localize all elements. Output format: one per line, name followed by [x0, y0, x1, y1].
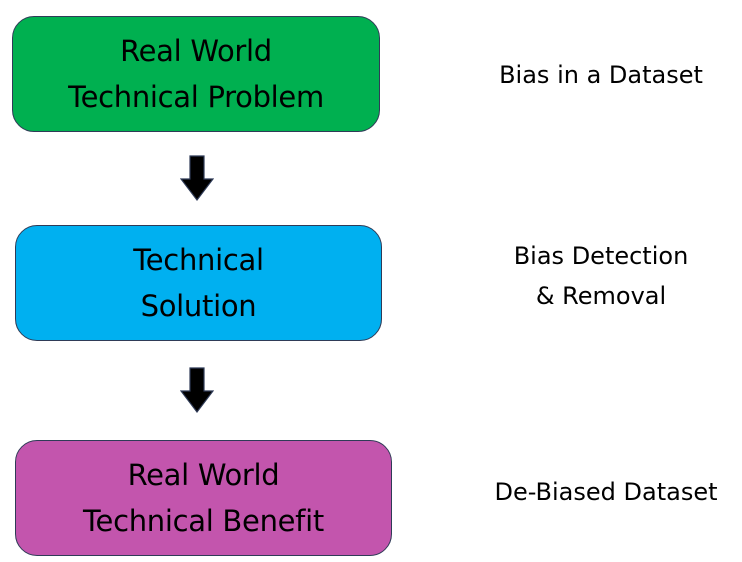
down-arrow-icon	[180, 367, 214, 413]
step-box-line: Solution	[140, 289, 257, 323]
annotation-bias-detection-removal: Bias Detection & Removal	[460, 236, 742, 316]
step-box-line: Technical	[133, 243, 264, 277]
step-box-real-world-technical-benefit: Real World Technical Benefit	[15, 440, 392, 556]
annotation-line: Bias in a Dataset	[499, 61, 703, 89]
annotation-de-biased-dataset: De-Biased Dataset	[465, 472, 742, 512]
step-box-line: Technical Benefit	[83, 504, 324, 538]
step-box-line: Real World	[127, 458, 280, 492]
annotation-line: Bias Detection	[513, 242, 689, 270]
step-box-line: Real World	[120, 34, 272, 68]
down-arrow-icon	[180, 155, 214, 201]
annotation-line: De-Biased Dataset	[494, 478, 718, 506]
step-box-real-world-technical-problem: Real World Technical Problem	[12, 16, 380, 132]
step-box-technical-solution: Technical Solution	[15, 225, 382, 341]
annotation-bias-in-dataset: Bias in a Dataset	[460, 55, 742, 95]
annotation-line: & Removal	[535, 282, 667, 310]
step-box-line: Technical Problem	[68, 80, 324, 114]
